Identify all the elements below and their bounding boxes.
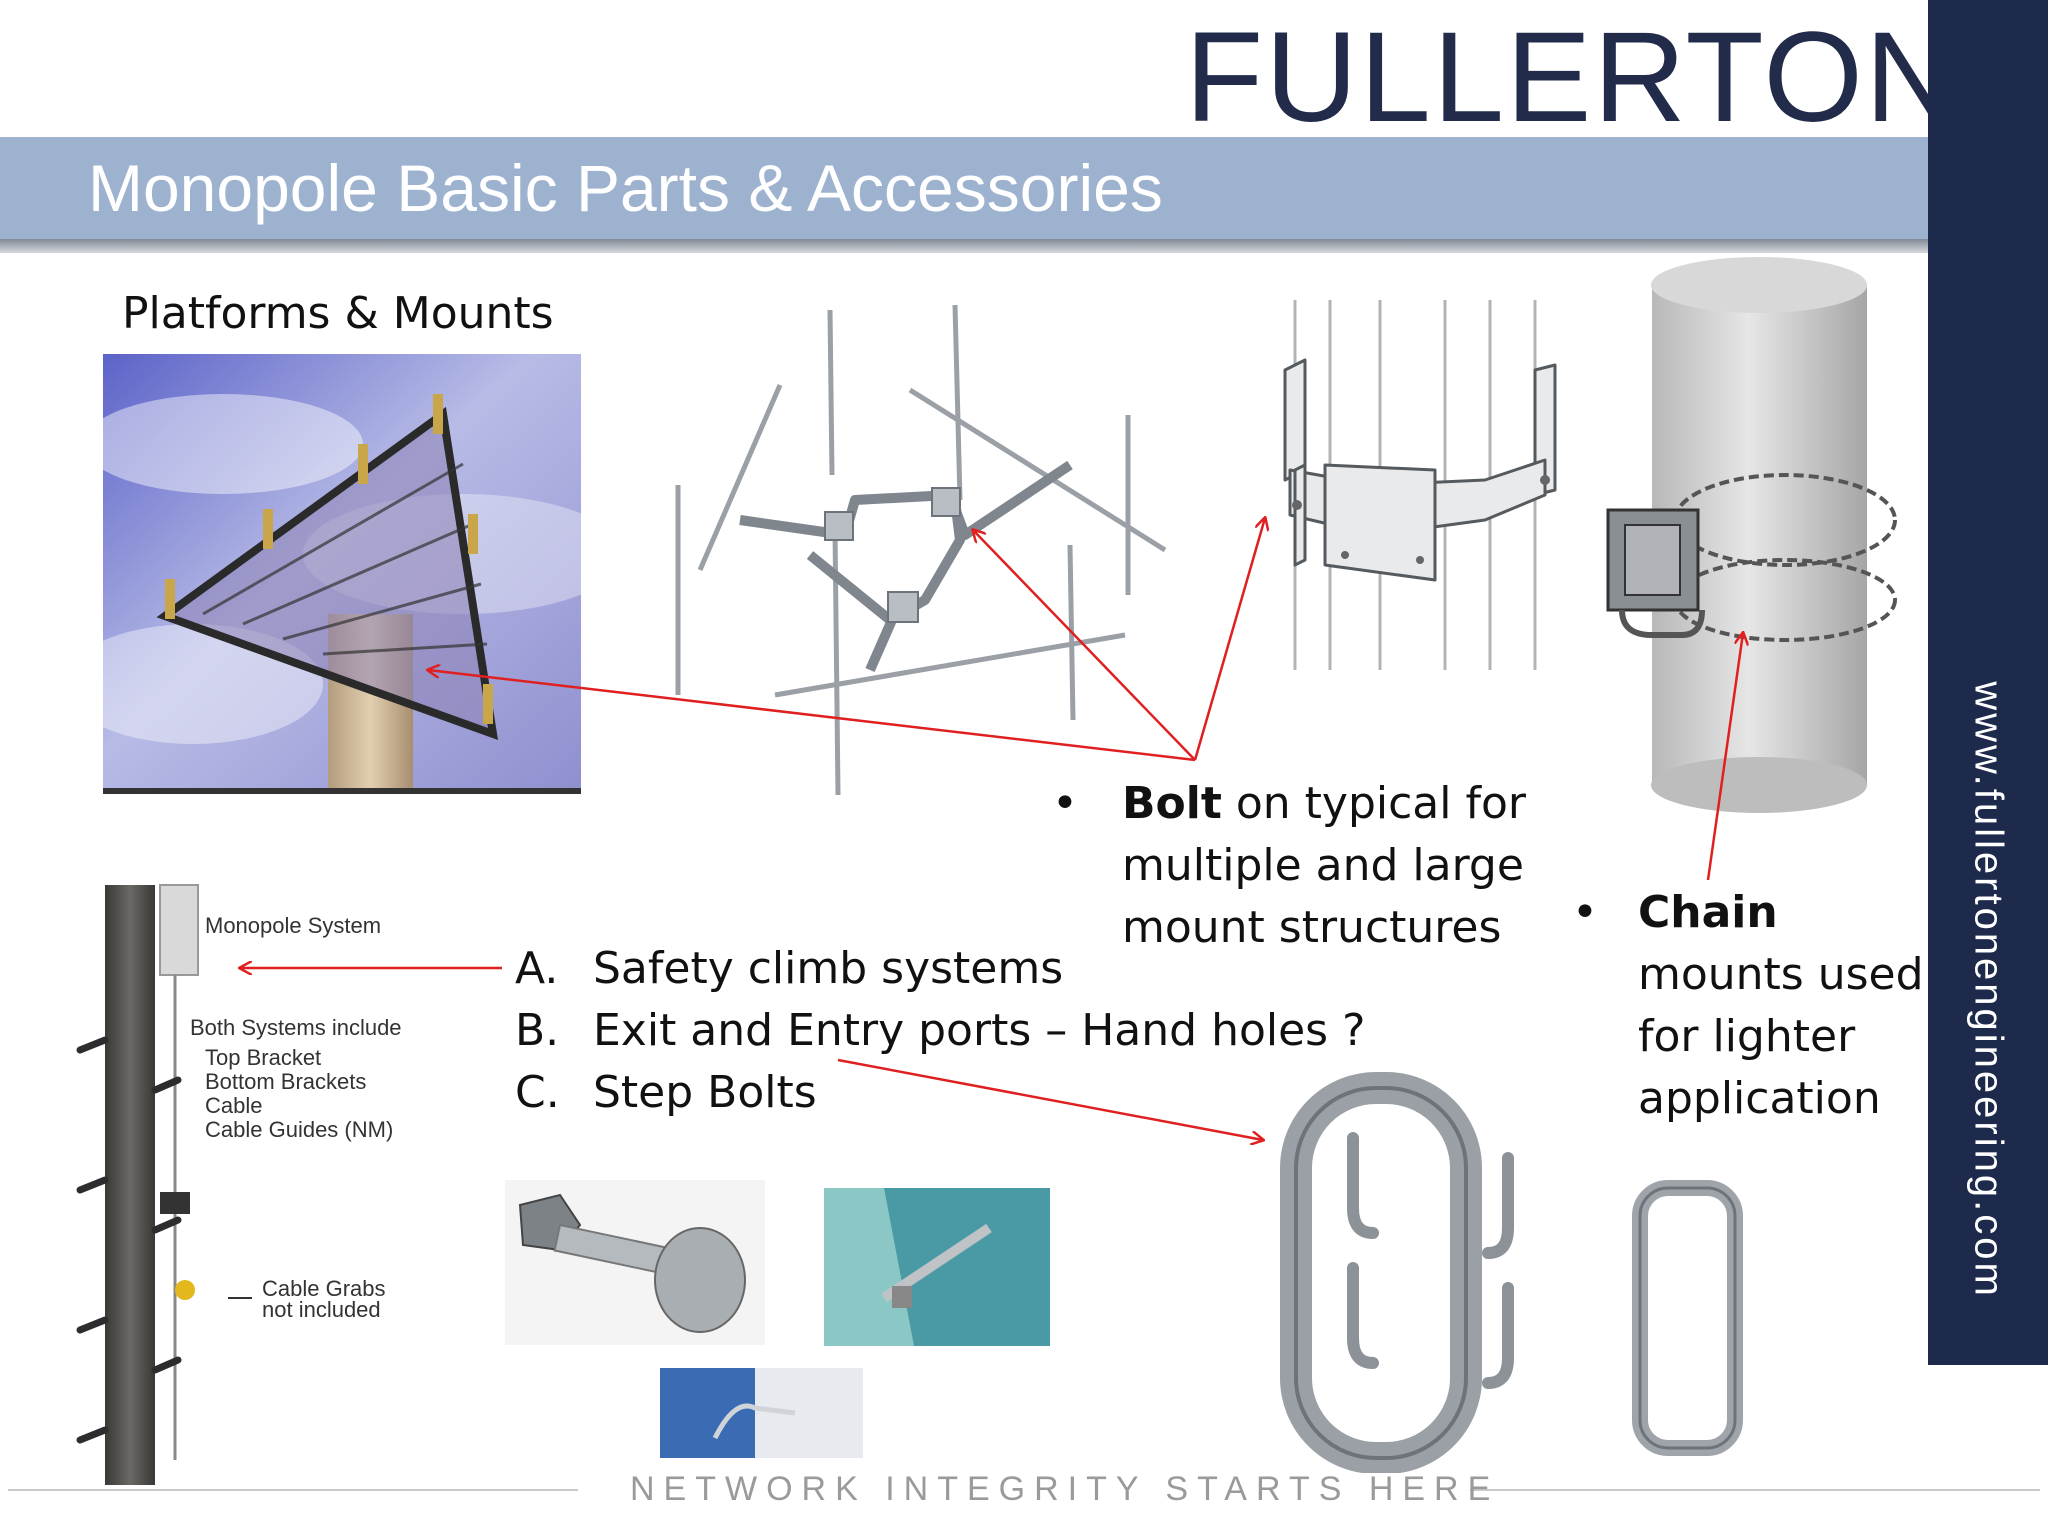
safety-climb-includes-heading: Both Systems include — [190, 1015, 402, 1040]
platforms-heading: Platforms & Mounts — [122, 288, 554, 339]
safety-climb-title: Monopole System — [205, 913, 382, 938]
list-item: Bottom Brackets — [205, 1069, 367, 1094]
title-bar — [0, 137, 1928, 239]
platform-photo — [103, 354, 581, 794]
cable-grabs-note: Cable Grabs not included — [262, 1276, 386, 1322]
chain-description: mounts used for lighter application — [1638, 949, 1924, 1124]
arrow-to-pipe-mount — [1193, 518, 1265, 761]
bolt-description: on typical for multiple and large mount … — [1122, 778, 1526, 953]
footer-divider-right — [1470, 1489, 2040, 1491]
brand-sidebar — [1928, 0, 2048, 1365]
step-bolt-closeup-photo — [660, 1368, 863, 1458]
step-bolt-photo — [505, 1180, 765, 1345]
company-logo: FULLERTON — [1185, 6, 1960, 149]
arrow-to-hand-hole — [837, 1058, 1263, 1140]
bolt-keyword: Bolt — [1122, 778, 1222, 829]
step-bolt-installed-photo — [824, 1188, 1050, 1346]
safety-climb-figure — [60, 870, 500, 1490]
arrow-to-chain-mount — [1706, 633, 1743, 881]
bolt-on-mount-drawing — [660, 300, 1180, 800]
list-item: Top Bracket — [205, 1045, 322, 1070]
list-item: Cable Guides (NM) — [205, 1117, 394, 1142]
title-bar-shadow — [0, 239, 1928, 253]
hand-hole-frame-large — [1278, 1068, 1528, 1473]
chain-mount-drawing — [1600, 255, 1900, 825]
pipe-mount-drawing — [1245, 295, 1575, 675]
arrow-to-bolt-mount — [973, 530, 1196, 761]
safety-climb-includes-list: Top Bracket Bottom Brackets Cable Cable … — [205, 1046, 393, 1142]
hand-hole-frame-small — [1628, 1178, 1748, 1458]
chain-keyword: Chain — [1638, 887, 1778, 938]
slide-title: Monopole Basic Parts & Accessories — [88, 151, 1163, 225]
footer-divider-left — [8, 1489, 578, 1491]
list-item: Cable — [205, 1093, 263, 1118]
arrow-to-platform — [428, 670, 1196, 762]
footer-tagline: NETWORK INTEGRITY STARTS HERE — [630, 1470, 1500, 1508]
